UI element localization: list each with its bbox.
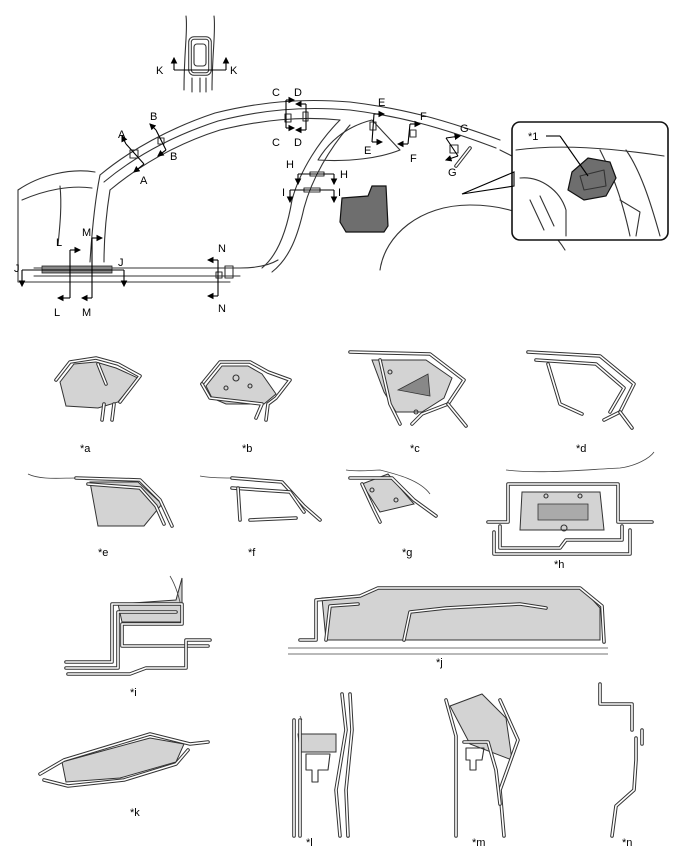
section-e [27,473,174,528]
label-h-left: H [286,159,294,171]
section-captions: *a *b *c *d *e *f *g *h *i *j *k *l *m *… [80,443,632,849]
label-d-top: D [294,87,302,99]
label-f-top: F [420,111,427,123]
section-l [292,692,354,838]
section-n [598,682,644,838]
caption-k: *k [130,807,140,819]
section-c [348,350,468,428]
caption-m: *m [472,837,485,849]
label-j-right: J [118,257,124,269]
caption-g: *g [402,547,412,559]
section-k [38,732,210,788]
label-m-top: M [82,227,91,239]
caption-j: *j [436,657,443,669]
label-j-left: J [14,263,20,275]
label-k-left: K [156,65,164,77]
label-e-bottom: E [364,145,371,157]
caption-f: *f [248,547,256,559]
section-i [64,575,212,676]
section-cut-markers [18,96,462,302]
label-a-top: A [118,129,126,141]
section-d [526,350,636,430]
caption-e: *e [98,547,108,559]
caption-a: *a [80,443,91,455]
label-l-top: L [56,237,62,249]
label-i-left: I [282,187,285,199]
section-b [200,360,292,422]
section-g [345,469,438,524]
label-a-bottom: A [140,175,148,187]
label-c-top: C [272,87,280,99]
sealer-inset-detail [461,121,669,241]
section-f [199,475,322,522]
label-l-bottom: L [54,307,60,319]
caption-n: *n [622,837,632,849]
label-m-bottom: M [82,307,91,319]
label-h-right: H [340,169,348,181]
section-letter-labels: A A B B C C D D E E F F G G H H I I J J … [14,65,538,319]
caption-h: *h [554,559,564,571]
label-g-top: G [460,123,469,135]
label-e-top: E [378,97,385,109]
caption-c: *c [410,443,420,455]
label-k-right: K [230,65,238,77]
label-g-bottom: G [448,167,457,179]
label-f-bottom: F [410,153,417,165]
label-b-top: B [150,111,157,123]
label-n-top: N [218,243,226,255]
label-n-bottom: N [218,303,226,315]
section-a [54,356,142,422]
caption-b: *b [242,443,252,455]
section-h [486,451,655,556]
label-d-bottom: D [294,137,302,149]
section-m [444,693,520,838]
caption-i: *i [130,687,137,699]
pillar-k-detail [170,15,230,93]
label-b-bottom: B [170,151,177,163]
caption-l: *l [306,837,313,849]
caption-d: *d [576,443,586,455]
label-i-right: I [338,187,341,199]
label-c-bottom: C [272,137,280,149]
section-j [288,586,608,655]
callout-1-label: *1 [528,131,538,143]
